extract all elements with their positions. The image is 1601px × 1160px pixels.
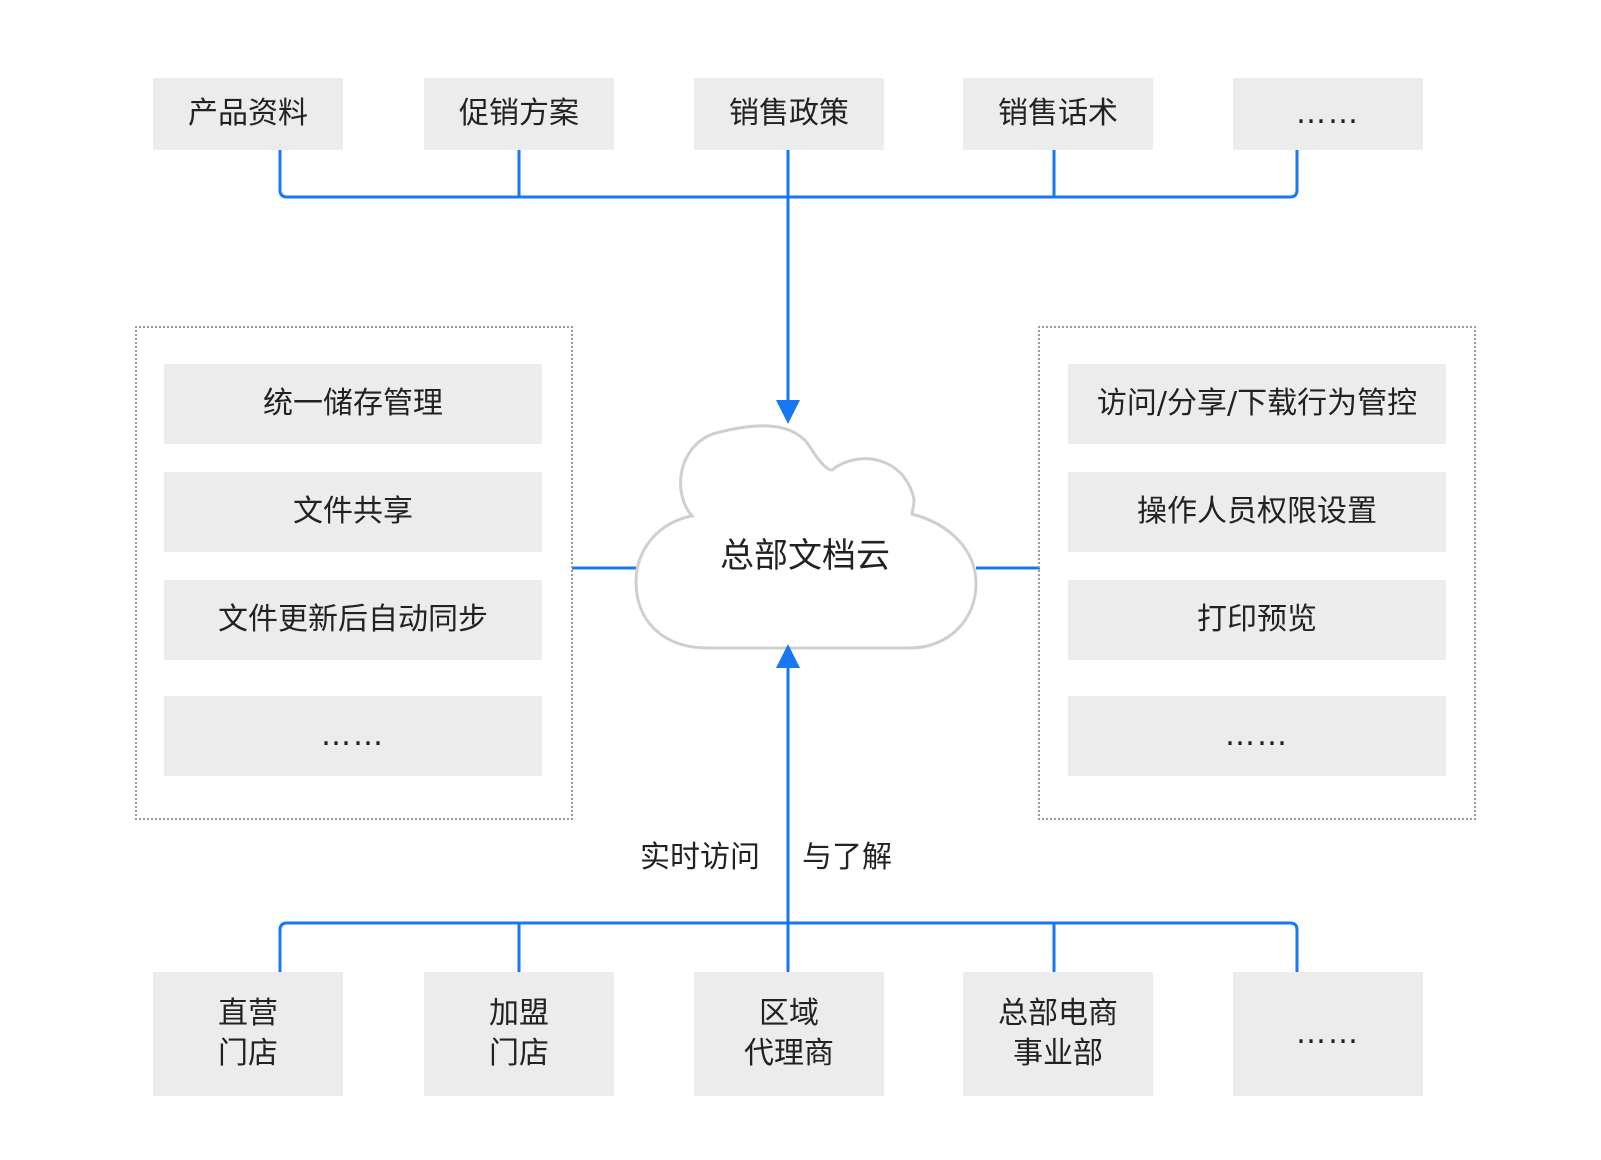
bottom-box-5-line1: ……: [1296, 1016, 1360, 1051]
top-box-5: ……: [1233, 78, 1423, 150]
left-item-1-label: 统一储存管理: [263, 386, 443, 421]
right-item-4-label: ……: [1225, 718, 1289, 753]
up-arrowhead: [776, 644, 800, 668]
left-item-3: 文件更新后自动同步: [164, 580, 542, 660]
right-item-1-label: 访问/分享/下载行为管控: [1096, 386, 1418, 421]
bottom-box-2-line1: 加盟: [489, 996, 549, 1031]
top-box-5-label: ……: [1296, 96, 1360, 131]
left-item-1: 统一储存管理: [164, 364, 542, 444]
bottom-box-3-line2: 代理商: [744, 1036, 834, 1071]
top-box-1: 产品资料: [153, 78, 343, 150]
bottom-box-3: 区域 代理商: [694, 972, 884, 1096]
left-item-4: ……: [164, 696, 542, 776]
left-item-3-label: 文件更新后自动同步: [218, 602, 488, 637]
right-item-2: 操作人员权限设置: [1068, 472, 1446, 552]
bottom-box-1-line1: 直营: [218, 996, 278, 1031]
bottom-box-3-line1: 区域: [759, 996, 819, 1031]
right-panel: [1038, 326, 1476, 820]
top-connector: [278, 150, 1299, 400]
top-box-1-label: 产品资料: [188, 96, 308, 131]
caption-left: 实时访问: [640, 840, 760, 875]
top-box-3: 销售政策: [694, 78, 884, 150]
right-item-2-label: 操作人员权限设置: [1137, 494, 1377, 529]
caption-right: 与了解: [802, 840, 892, 875]
right-item-4: ……: [1068, 696, 1446, 776]
top-box-2-label: 促销方案: [459, 96, 579, 131]
bottom-box-2: 加盟 门店: [424, 972, 614, 1096]
left-panel: [135, 326, 573, 820]
bottom-box-1-line2: 门店: [218, 1036, 278, 1071]
top-box-2: 促销方案: [424, 78, 614, 150]
top-box-3-label: 销售政策: [729, 96, 849, 131]
cloud-title: 总部文档云: [720, 536, 890, 576]
bottom-box-4-line2: 事业部: [1013, 1036, 1103, 1071]
bottom-box-1: 直营 门店: [153, 972, 343, 1096]
left-item-4-label: ……: [321, 718, 385, 753]
bottom-box-4: 总部电商 事业部: [963, 972, 1153, 1096]
right-item-1: 访问/分享/下载行为管控: [1068, 364, 1446, 444]
top-box-4: 销售话术: [963, 78, 1153, 150]
bottom-box-5: ……: [1233, 972, 1423, 1096]
left-item-2: 文件共享: [164, 472, 542, 552]
down-arrowhead: [776, 400, 800, 424]
bottom-box-4-line1: 总部电商: [998, 996, 1118, 1031]
right-item-3-label: 打印预览: [1197, 602, 1317, 637]
bottom-connector: [278, 668, 1299, 972]
left-item-2-label: 文件共享: [293, 494, 413, 529]
top-box-4-label: 销售话术: [998, 96, 1118, 131]
right-item-3: 打印预览: [1068, 580, 1446, 660]
cloud-icon: [634, 424, 978, 650]
bottom-box-2-line2: 门店: [489, 1036, 549, 1071]
